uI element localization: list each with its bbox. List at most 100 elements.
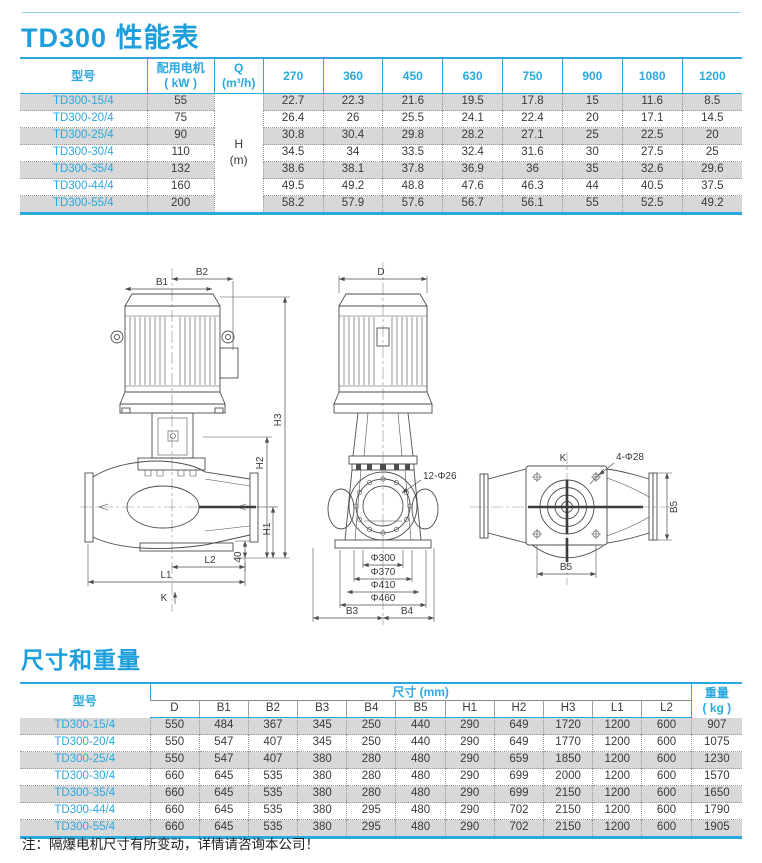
value-cell: 407 (247, 734, 298, 752)
col-h2: H2 (493, 700, 544, 718)
dim-label-b4: B4 (401, 606, 414, 617)
value-cell: 25 (561, 127, 623, 145)
value-cell: 1200 (592, 717, 642, 735)
table-row: TD300-44/4 160 49.5 49.2 48.8 47.6 46.3 … (20, 178, 742, 196)
value-cell: 14.5 (681, 110, 742, 128)
col-model: 型号 (20, 58, 148, 94)
value-cell: 535 (247, 802, 298, 820)
dim-label-b5-horizontal: B5 (560, 562, 573, 573)
col-motor-line1: 配用电机 (156, 61, 205, 75)
col-l1: L1 (592, 700, 642, 718)
value-cell: 26.4 (262, 110, 324, 128)
table-row: TD300-44/4 660 645 535 380 295 480 290 7… (20, 802, 742, 820)
value-cell: 40.5 (621, 178, 683, 196)
motor-cell: 132 (146, 161, 215, 179)
dim-label-12phi26: 12-Φ26 (423, 471, 457, 482)
value-cell: 702 (493, 802, 544, 820)
table-row: TD300-35/4 132 38.6 38.1 37.8 36.9 36 35… (20, 161, 742, 179)
value-cell: 26 (322, 110, 383, 128)
value-cell: 15 (561, 93, 623, 111)
value-cell: 47.6 (442, 178, 503, 196)
model-cell: TD300-20/4 (20, 734, 150, 752)
table-row: TD300-55/4 200 58.2 57.9 57.6 56.7 56.1 … (20, 195, 742, 214)
value-cell: 535 (247, 785, 298, 803)
h-line2: (m) (229, 153, 248, 167)
dim-label-b5-vertical: B5 (669, 500, 680, 513)
value-cell: 380 (297, 819, 347, 838)
col-weight-line2: ( kg ) (702, 700, 732, 715)
col-q: Q(m³/h) (213, 58, 264, 94)
value-cell: 34 (322, 144, 383, 162)
col-l2: L2 (641, 700, 692, 718)
value-cell: 1850 (542, 751, 593, 769)
dimensions-table: 型号 尺寸 (mm) 重量( kg ) D B1 B2 B3 B4 B5 H1 … (20, 682, 742, 839)
table-row: TD300-30/4 660 645 535 380 280 480 290 6… (20, 768, 742, 786)
col-model: 型号 (72, 693, 97, 708)
value-cell: 49.5 (262, 178, 324, 196)
value-cell: 19.5 (442, 93, 503, 111)
front-view-drawing: D 12-Φ26 Φ300 Φ (312, 262, 457, 625)
value-cell: 280 (346, 785, 396, 803)
value-cell: 550 (149, 751, 200, 769)
value-cell: 660 (149, 768, 200, 786)
value-cell: 2150 (542, 802, 593, 820)
value-cell: 8.5 (681, 93, 742, 111)
value-cell: 46.3 (502, 178, 563, 196)
value-cell: 20 (681, 127, 742, 145)
value-cell: 2150 (542, 819, 593, 838)
col-flow-750: 750 (502, 58, 563, 94)
value-cell: 57.6 (382, 195, 443, 214)
value-cell: 20 (561, 110, 623, 128)
dimensions-header-row2: D B1 B2 B3 B4 B5 H1 H2 H3 L1 L2 (20, 700, 742, 718)
value-cell: 31.6 (502, 144, 563, 162)
value-cell: 407 (247, 751, 298, 769)
dim-label-b2: B2 (196, 267, 209, 278)
table-row: TD300-35/4 660 645 535 380 280 480 290 6… (20, 785, 742, 803)
col-b1: B1 (198, 700, 249, 718)
value-cell: 699 (493, 785, 544, 803)
value-cell: 480 (395, 785, 446, 803)
col-flow-450: 450 (382, 58, 443, 94)
value-cell: 645 (198, 819, 249, 838)
col-q-line2: (m³/h) (222, 76, 256, 90)
col-motor-line2: ( kW ) (164, 76, 197, 90)
dim-label-phi460: Φ460 (371, 593, 396, 604)
col-b3: B3 (297, 700, 347, 718)
model-cell: TD300-44/4 (20, 178, 148, 196)
dim-label-phi410: Φ410 (371, 580, 396, 591)
table-row: TD300-15/4 550 484 367 345 250 440 290 6… (20, 717, 742, 735)
value-cell: 38.6 (262, 161, 324, 179)
value-cell: 280 (346, 768, 396, 786)
value-cell: 280 (346, 751, 396, 769)
value-cell: 380 (297, 768, 347, 786)
value-cell: 600 (641, 785, 692, 803)
view-label-k-top: K (560, 453, 567, 464)
value-cell: 1770 (542, 734, 593, 752)
value-cell: 25.5 (382, 110, 443, 128)
value-cell: 649 (493, 734, 544, 752)
value-cell: 660 (149, 785, 200, 803)
value-cell: 550 (149, 734, 200, 752)
value-cell: 37.8 (382, 161, 443, 179)
motor-cell: 110 (146, 144, 215, 162)
table-row: TD300-20/4 75 26.4 26 25.5 24.1 22.4 20 … (20, 110, 742, 128)
value-cell: 58.2 (262, 195, 324, 214)
value-cell: 484 (198, 717, 249, 735)
table-row: TD300-30/4 110 34.5 34 33.5 32.4 31.6 30… (20, 144, 742, 162)
col-b4: B4 (346, 700, 396, 718)
value-cell: 440 (395, 734, 446, 752)
dim-label-h2: H2 (255, 456, 266, 469)
motor-cell: 55 (146, 93, 215, 111)
col-flow-270: 270 (262, 58, 324, 94)
value-cell: 290 (444, 751, 495, 769)
value-cell: 30 (561, 144, 623, 162)
model-cell: TD300-25/4 (20, 127, 148, 145)
performance-header-row: 型号 配用电机( kW ) Q(m³/h) 270 360 450 630 75… (20, 58, 742, 94)
dim-label-b1: B1 (156, 277, 169, 288)
value-cell: 290 (444, 768, 495, 786)
value-cell: 30.8 (262, 127, 324, 145)
value-cell: 35 (561, 161, 623, 179)
model-cell: TD300-55/4 (20, 819, 150, 838)
model-cell: TD300-15/4 (54, 719, 116, 731)
